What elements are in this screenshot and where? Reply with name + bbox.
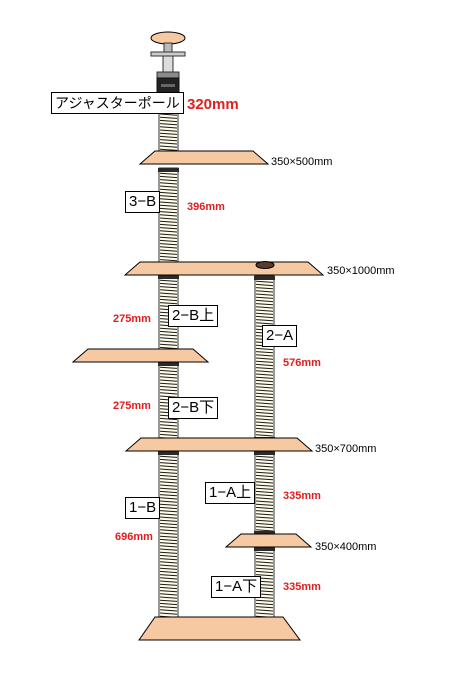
section-length-1a-lower: 335mm xyxy=(283,581,321,593)
post-collar-2 xyxy=(158,168,179,172)
post-collar-10 xyxy=(254,276,275,280)
section-length-2b-lower: 275mm xyxy=(113,400,151,412)
adjuster-handle xyxy=(150,51,186,57)
platform-base xyxy=(138,616,301,641)
section-length-3b: 396mm xyxy=(187,201,225,213)
platform-small-shelf xyxy=(224,533,313,548)
post-collar-4 xyxy=(158,275,179,279)
section-length-2b-upper: 275mm xyxy=(113,313,151,325)
post-collar-8 xyxy=(158,451,179,455)
platform-size-large: 350×1000mm xyxy=(327,265,395,277)
post-1b-rope xyxy=(159,452,178,618)
platform-large-shelf xyxy=(123,261,325,276)
platform-left-shelf xyxy=(71,348,210,363)
post-3b-rope xyxy=(159,169,178,265)
platform-middle-shelf xyxy=(124,437,314,452)
section-length-1b: 696mm xyxy=(115,531,153,543)
section-label-1b: 1−B xyxy=(125,497,161,519)
adjuster-pole-length: 320mm xyxy=(187,96,239,113)
adjuster-top-pad xyxy=(150,31,186,45)
section-label-3b: 3−B xyxy=(125,191,161,213)
post-collar-13 xyxy=(254,531,275,535)
post-collar-14 xyxy=(254,547,275,551)
section-length-1a-upper: 335mm xyxy=(283,490,321,502)
section-label-2a: 2−A xyxy=(262,325,298,347)
platform-size-top: 350×500mm xyxy=(271,156,333,168)
adjuster-nut xyxy=(156,71,180,79)
section-label-2b-upper: 2−B上 xyxy=(168,305,219,327)
section-label-1a-upper: 1−A上 xyxy=(205,482,256,504)
section-label-1a-lower: 1−A下 xyxy=(211,576,262,598)
platform-top-shelf xyxy=(138,150,270,165)
post-collar-12 xyxy=(254,451,275,455)
platform-size-small: 350×400mm xyxy=(315,541,377,553)
platform-hole xyxy=(255,261,275,269)
platform-size-middle: 350×700mm xyxy=(315,443,377,455)
post-collar-6 xyxy=(158,362,179,366)
adjuster-pole-label: アジャスターポール xyxy=(51,92,184,114)
adjuster-sleeve-band xyxy=(161,84,175,87)
section-length-2a: 576mm xyxy=(283,357,321,369)
adjuster-shaft xyxy=(162,55,174,73)
section-label-2b-lower: 2−B下 xyxy=(168,397,219,419)
